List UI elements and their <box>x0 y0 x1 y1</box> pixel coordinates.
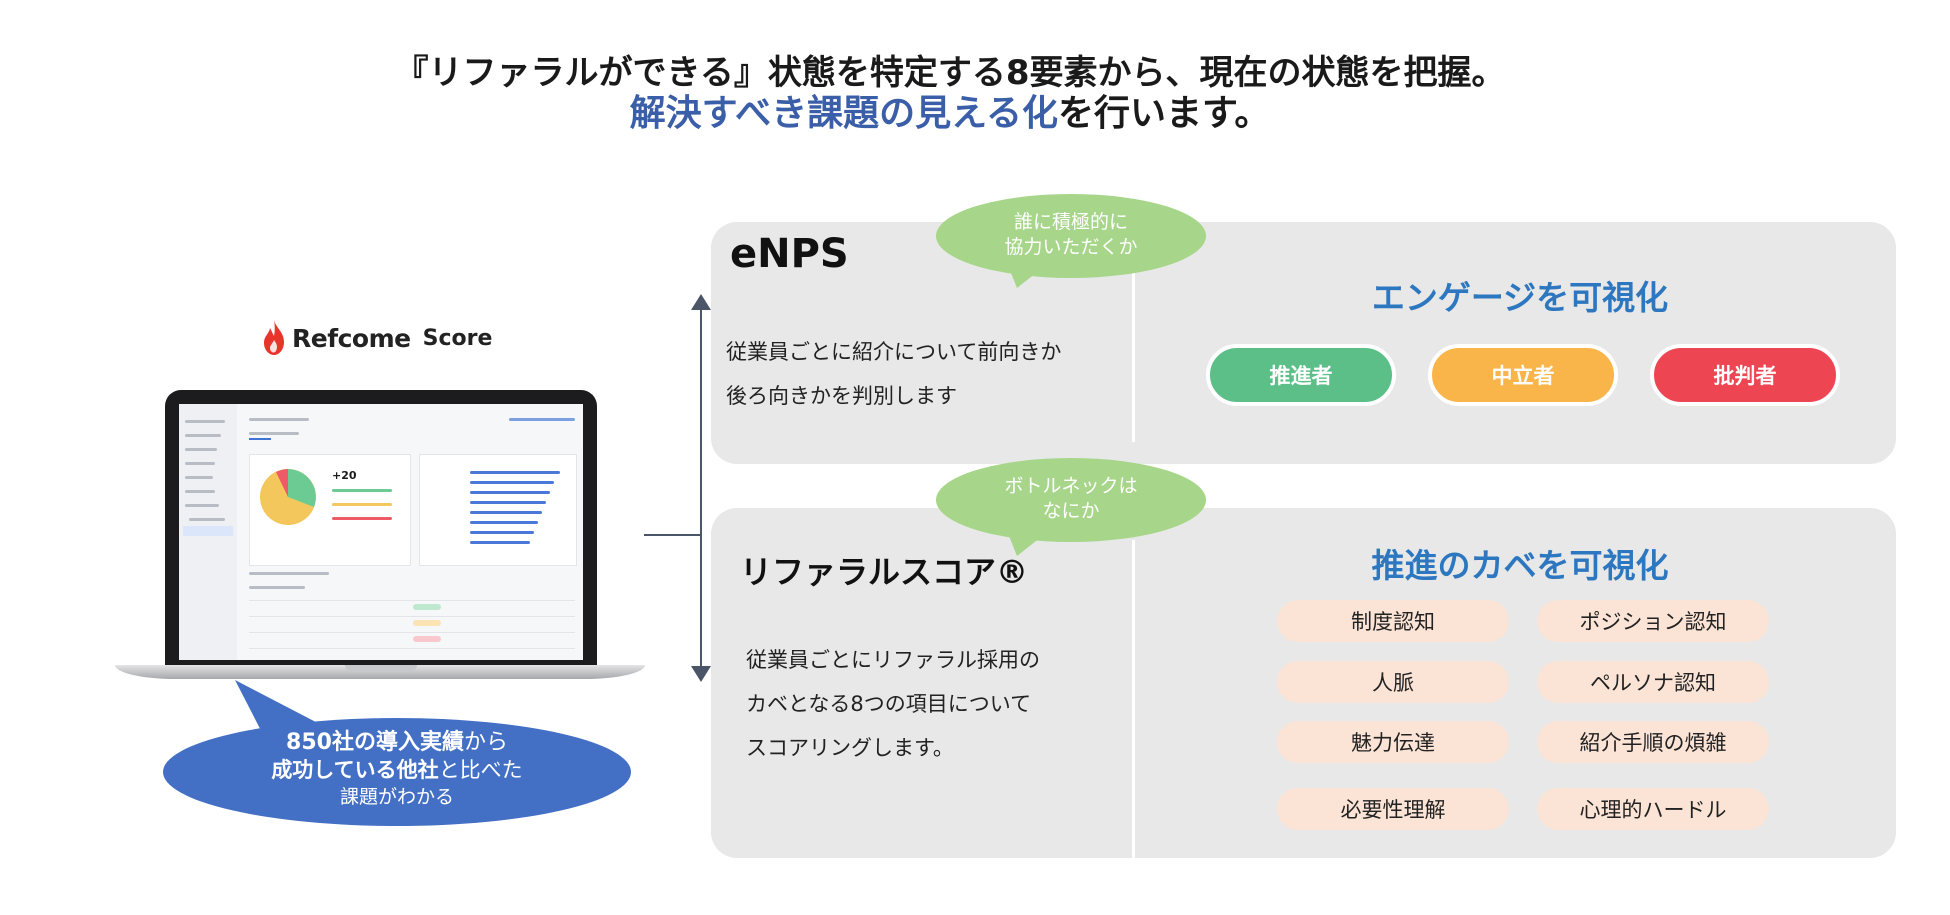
factor-tag: 心理的ハードル <box>1537 788 1769 830</box>
mini-pie-chart <box>260 469 316 525</box>
logo-product: Score <box>422 325 493 351</box>
headline-line-2: 解決すべき課題の見える化を行います。 <box>0 92 1900 136</box>
dashboard-screenshot: +20 <box>179 404 583 660</box>
callout-bubble: 850社の導入実績から 成功している他社と比べた 課題がわかる <box>163 718 631 826</box>
enps-description: 従業員ごとに紹介について前向きか 後ろ向きかを判別します <box>726 340 1062 408</box>
mini-sidebar <box>179 404 237 660</box>
enps-title: eNPS <box>730 231 849 277</box>
arrow-up-icon <box>691 294 711 310</box>
flame-icon <box>264 320 284 355</box>
callout-text-1: から <box>463 730 508 755</box>
mini-enps-card: +20 <box>249 454 411 566</box>
factor-tag: ペルソナ認知 <box>1537 661 1769 703</box>
laptop-notch <box>345 665 417 671</box>
factor-tag: 制度認知 <box>1277 600 1509 642</box>
headline-line-1: 『リファラルができる』状態を特定する8要素から、現在の状態を把握。 <box>394 53 1506 93</box>
refcome-score-logo: Refcome Score <box>262 318 492 358</box>
factor-tag: 必要性理解 <box>1277 788 1509 830</box>
factor-tag: ポジション認知 <box>1537 600 1769 642</box>
referral-description: 従業員ごとにリファラル採用の カベとなる8つの項目について スコアリングします。 <box>746 648 1040 760</box>
enps-panel <box>711 222 1896 464</box>
pill-passive: 中立者 <box>1428 344 1618 406</box>
referral-title: リファラルスコア® <box>740 553 1029 591</box>
callout-text-2: と比べた <box>438 758 523 782</box>
mini-score-card <box>419 454 577 566</box>
referral-visualize-title: 推進のカベを可視化 <box>1371 546 1669 585</box>
referral-divider <box>1132 540 1135 858</box>
arrow-down-icon <box>691 666 711 682</box>
enps-visualize-title: エンゲージを可視化 <box>1371 278 1669 317</box>
headline-rest: を行います。 <box>1058 93 1271 134</box>
laptop-base <box>115 665 645 679</box>
pill-promoter: 推進者 <box>1206 344 1396 406</box>
factor-tag: 人脈 <box>1277 661 1509 703</box>
referral-bubble: ボトルネックは なにか <box>936 458 1206 542</box>
pill-detractor: 批判者 <box>1650 344 1840 406</box>
callout-text-3: 課題がわかる <box>339 786 454 808</box>
connector-vertical-line <box>700 300 702 672</box>
enps-divider <box>1132 272 1135 442</box>
callout-bold-1: 850社の導入実績 <box>286 730 464 755</box>
headline-accent: 解決すべき課題の見える化 <box>629 93 1058 134</box>
connector-horizontal-line <box>644 534 702 536</box>
factor-tag: 紹介手順の煩雑 <box>1537 721 1769 763</box>
enps-bubble: 誰に積極的に 協力いただくか <box>936 194 1206 278</box>
callout-bold-2: 成功している他社 <box>271 758 439 782</box>
factor-tag: 魅力伝達 <box>1277 721 1509 763</box>
logo-name: Refcome <box>292 323 411 353</box>
